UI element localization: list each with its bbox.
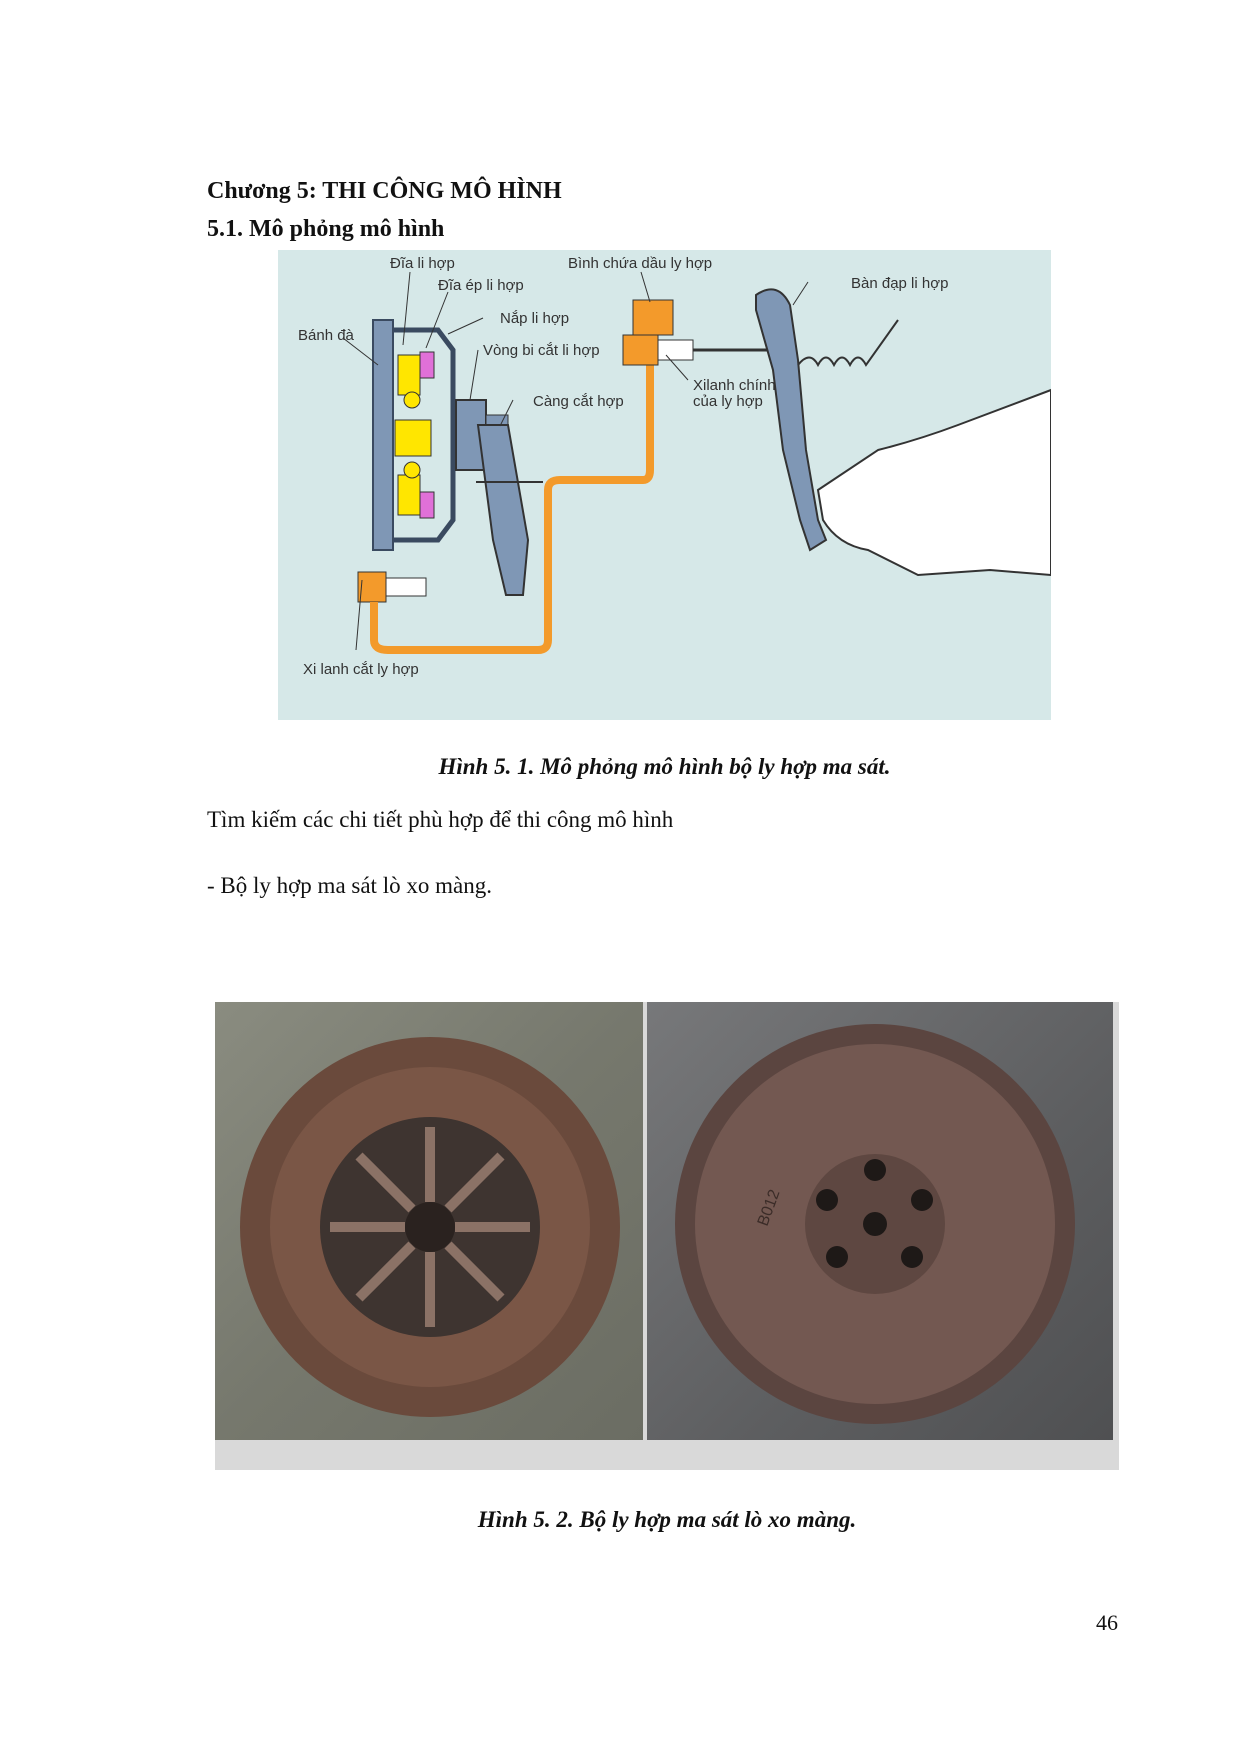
label-dia-li-hop: Đĩa li hợp — [390, 255, 455, 272]
clutch-disc-bottom — [397, 474, 421, 516]
spring-top — [403, 391, 421, 409]
hub — [394, 419, 432, 457]
slave-cylinder — [357, 571, 387, 603]
label-banh-da: Bánh đà — [298, 327, 355, 344]
section-title: 5.1. Mô phỏng mô hình — [207, 216, 445, 242]
hydraulic-line — [370, 360, 654, 654]
clutch-cover — [393, 327, 456, 543]
flywheel — [372, 319, 394, 551]
figure2-caption: Hình 5. 2. Bộ ly hợp ma sát lò xo màng. — [477, 1507, 857, 1532]
clutch-pressure-plate-photo — [215, 1002, 643, 1440]
chapter-title: Chương 5: THI CÔNG MÔ HÌNH — [207, 178, 562, 204]
label-xilanh-chinh-2: của ly hợp — [693, 393, 763, 410]
label-ban-dap: Bàn đạp li hợp — [851, 275, 948, 292]
label-xilanh-chinh-1: Xilanh chính — [693, 377, 776, 394]
reservoir — [632, 299, 674, 336]
release-fork — [476, 424, 530, 596]
clutch-photo-frame: B012 — [215, 1002, 1119, 1470]
shoe — [816, 388, 1052, 577]
return-spring — [797, 319, 899, 368]
master-cylinder — [622, 334, 659, 366]
label-xi-lanh-cat: Xi lanh cắt ly hợp — [303, 661, 419, 678]
pressure-plate-top — [419, 351, 435, 379]
figure1-caption: Hình 5. 1. Mô phỏng mô hình bộ ly hợp ma… — [438, 754, 891, 779]
flywheel-photo: B012 — [647, 1002, 1113, 1440]
pressure-plate-bottom — [419, 491, 435, 519]
label-vong-bi: Vòng bi cắt li hợp — [483, 342, 600, 359]
label-nap-li-hop: Nắp li hợp — [500, 310, 569, 327]
label-cang-cat: Càng cắt hợp — [533, 393, 624, 410]
label-dia-ep-li-hop: Đĩa ép li hợp — [438, 277, 524, 294]
spring-bottom — [403, 461, 421, 479]
clutch-diagram-svg: Đĩa li hợp Đĩa ép li hợp Nắp li hợp Bánh… — [298, 255, 1052, 678]
clutch-pedal — [755, 288, 828, 552]
paragraph-1: Tìm kiếm các chi tiết phù hợp để thi côn… — [207, 807, 674, 832]
paragraph-2: - Bộ ly hợp ma sát lò xo màng. — [207, 873, 492, 898]
clutch-disc-top — [397, 354, 421, 396]
clutch-diagram: Đĩa li hợp Đĩa ép li hợp Nắp li hợp Bánh… — [278, 250, 1052, 720]
label-binh-chua-dau: Bình chứa dầu ly hợp — [568, 255, 712, 272]
page-number: 46 — [1096, 1610, 1118, 1635]
